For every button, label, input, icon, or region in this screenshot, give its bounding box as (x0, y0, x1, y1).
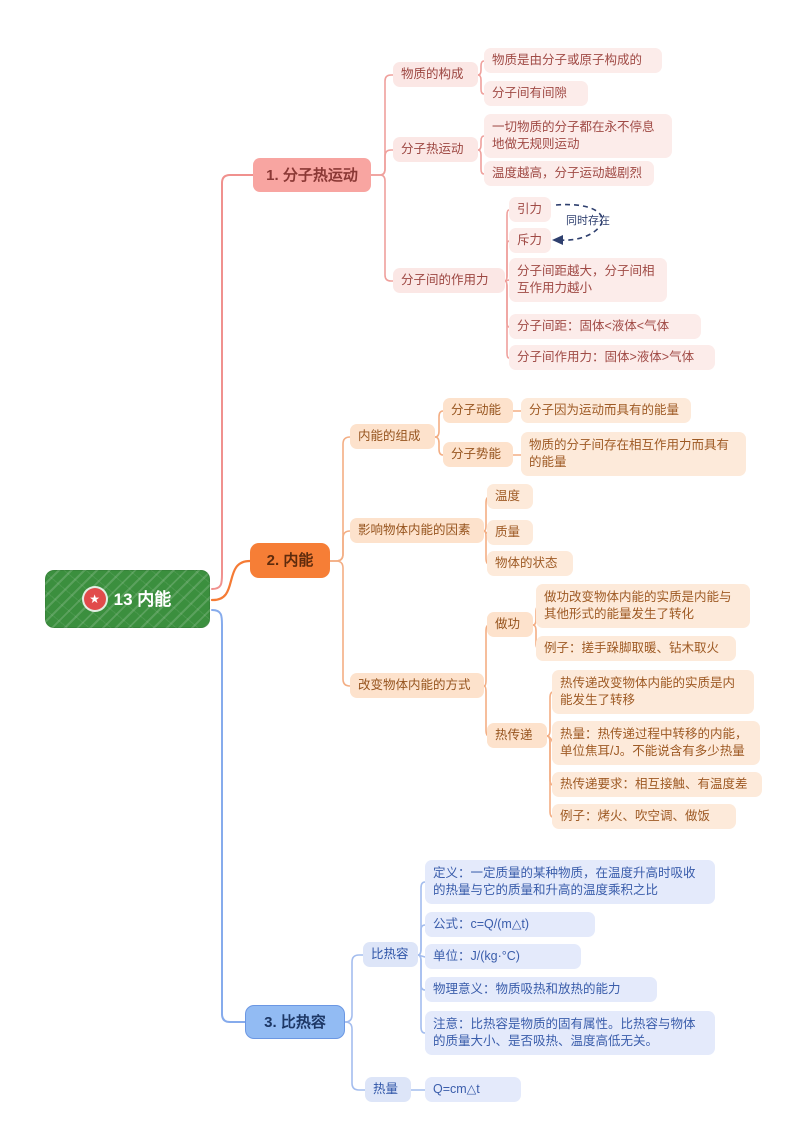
topic-internal-energy-composition[interactable]: 内能的组成 (350, 424, 435, 449)
connector-root-branch2 (210, 559, 252, 602)
leaf-temperature[interactable]: 温度 (487, 484, 533, 509)
arrowhead-icon (552, 235, 563, 245)
leaf-heat-quantity[interactable]: 热量：热传递过程中转移的内能，单位焦耳/J。不能说含有多少热量 (552, 721, 760, 765)
topic-heat[interactable]: 热量 (365, 1077, 411, 1102)
leaf-attraction[interactable]: 引力 (509, 197, 551, 222)
topic-factors-affecting-internal-energy[interactable]: 影响物体内能的因素 (350, 518, 484, 543)
leaf-kinetic-energy-definition[interactable]: 分子因为运动而具有的能量 (521, 398, 691, 423)
leaf-work-examples[interactable]: 例子：搓手跺脚取暖、钻木取火 (536, 636, 736, 661)
leaf-molecular-spacing-order[interactable]: 分子间距：固体<液体<气体 (509, 314, 701, 339)
leaf-perpetual-random-motion[interactable]: 一切物质的分子都在永不停息地做无规则运动 (484, 114, 672, 158)
connector-root-branch1 (211, 174, 254, 590)
topic-material-composition[interactable]: 物质的构成 (393, 62, 478, 87)
topic-doing-work[interactable]: 做功 (487, 612, 533, 637)
leaf-potential-energy-definition[interactable]: 物质的分子间存在相互作用力而具有的能量 (521, 432, 746, 476)
branch1-wires (370, 60, 510, 359)
topic-molecular-kinetic-energy[interactable]: 分子动能 (443, 398, 513, 423)
leaf-definition[interactable]: 定义：一定质量的某种物质，在温度升高时吸收的热量与它的质量和升高的温度乘积之比 (425, 860, 715, 904)
branch-molecular-thermal-motion[interactable]: 1. 分子热运动 (253, 158, 371, 192)
topic-intermolecular-forces[interactable]: 分子间的作用力 (393, 268, 505, 293)
topic-specific-heat[interactable]: 比热容 (363, 942, 418, 967)
leaf-heat-transfer-requirements[interactable]: 热传递要求：相互接触、有温度差 (552, 772, 762, 797)
leaf-heat-transfer-examples[interactable]: 例子：烤火、吹空调、做饭 (552, 804, 736, 829)
root-node[interactable]: ★ 13 内能 (45, 570, 210, 628)
leaf-heat-formula[interactable]: Q=cm△t (425, 1077, 521, 1102)
note-coexist: 同时存在 (566, 215, 610, 227)
leaf-work-essence[interactable]: 做功改变物体内能的实质是内能与其他形式的能量发生了转化 (536, 584, 750, 628)
leaf-repulsion[interactable]: 斥力 (509, 228, 551, 253)
topic-heat-transfer[interactable]: 热传递 (487, 723, 547, 748)
topic-molecular-potential-energy[interactable]: 分子势能 (443, 442, 513, 467)
star-icon: ★ (83, 588, 106, 610)
leaf-unit[interactable]: 单位：J/(kg·°C) (425, 944, 581, 969)
root-label: 13 内能 (113, 589, 172, 609)
leaf-molecular-gaps[interactable]: 分子间有间隙 (484, 81, 588, 106)
leaf-formula[interactable]: 公式：c=Q/(m△t) (425, 912, 595, 937)
connector-root-branch3 (211, 609, 246, 1023)
leaf-physical-meaning[interactable]: 物理意义：物质吸热和放热的能力 (425, 977, 657, 1002)
leaf-state-of-matter[interactable]: 物体的状态 (487, 551, 573, 576)
branch3-wires (344, 881, 426, 1091)
leaf-heat-transfer-essence[interactable]: 热传递改变物体内能的实质是内能发生了转移 (552, 670, 754, 714)
coexist-arrow (552, 203, 604, 245)
leaf-temperature-motion-intensity[interactable]: 温度越高，分子运动越剧烈 (484, 161, 654, 186)
topic-ways-to-change-internal-energy[interactable]: 改变物体内能的方式 (350, 673, 484, 698)
leaf-mass[interactable]: 质量 (487, 520, 533, 545)
leaf-force-decreases-with-distance[interactable]: 分子间距越大，分子间相互作用力越小 (509, 258, 667, 302)
branch-internal-energy[interactable]: 2. 内能 (250, 543, 330, 578)
topic-molecular-thermal-motion[interactable]: 分子热运动 (393, 137, 478, 162)
branch-specific-heat-capacity[interactable]: 3. 比热容 (245, 1005, 345, 1039)
leaf-force-order[interactable]: 分子间作用力：固体>液体>气体 (509, 345, 715, 370)
leaf-note[interactable]: 注意：比热容是物质的固有属性。比热容与物体的质量大小、是否吸热、温度高低无关。 (425, 1011, 715, 1055)
leaf-matter-made-of-molecules[interactable]: 物质是由分子或原子构成的 (484, 48, 662, 73)
